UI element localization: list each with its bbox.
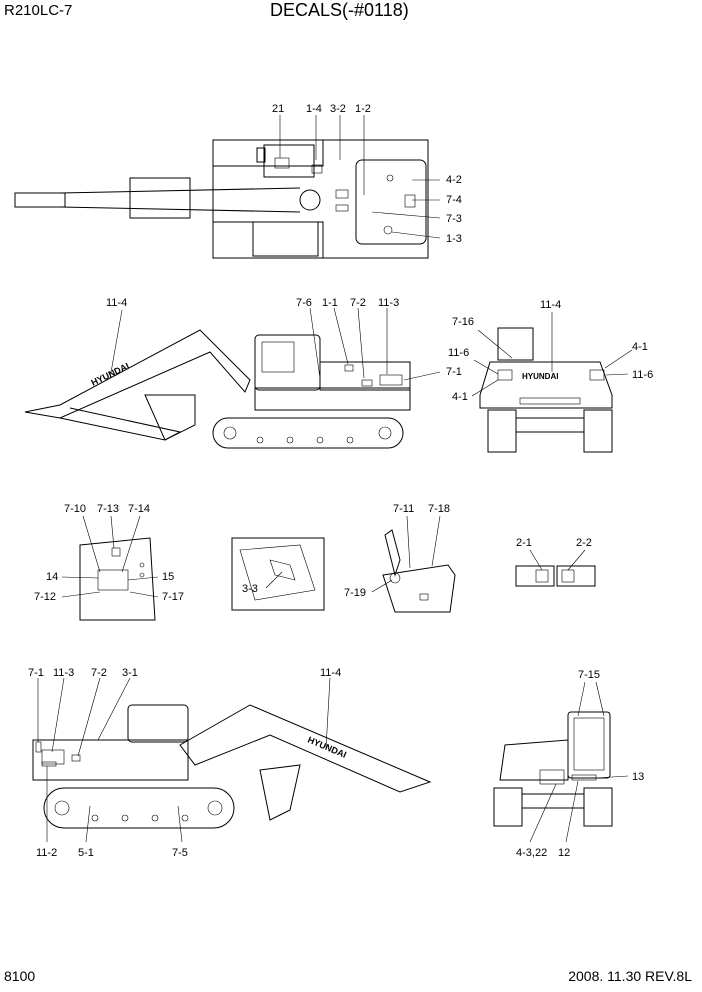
cab-window — [261, 341, 295, 373]
cab — [254, 334, 321, 391]
page-title: DECALS(-#0118) — [270, 0, 409, 20]
callout-7-17: 7-17 — [162, 591, 184, 603]
track-front-left — [493, 787, 523, 827]
top-view: 21 1-4 3-2 1-2 4-2 7-4 7-3 1-3 — [14, 103, 462, 259]
callout-5-1: 5-1 — [78, 847, 94, 859]
joystick-grip — [384, 529, 401, 577]
callout-7-14: 7-14 — [128, 503, 150, 515]
callout-11-4-rear: 11-4 — [540, 299, 561, 311]
callout-7-12: 7-12 — [34, 591, 56, 603]
counterweight — [252, 221, 319, 257]
callout-7-3: 7-3 — [446, 213, 462, 225]
track-right — [212, 221, 324, 259]
track-front-right — [583, 787, 613, 827]
track-rollers-right — [54, 800, 223, 822]
page-number: 8100 — [4, 968, 36, 984]
callout-11-6-right: 11-6 — [632, 369, 653, 381]
callout-7-2-right: 7-2 — [91, 667, 107, 679]
callout-1-1: 1-1 — [322, 297, 338, 309]
callout-11-4-right: 11-4 — [320, 667, 341, 679]
model-code: R210LC-7 — [4, 2, 73, 19]
callout-7-13: 7-13 — [97, 503, 119, 515]
callout-3-3: 3-3 — [242, 583, 258, 595]
callout-11-3-right: 11-3 — [53, 667, 74, 679]
cover-left — [515, 565, 555, 587]
cab-panel — [79, 537, 156, 621]
boom-right — [179, 704, 432, 793]
callout-1-4: 1-4 — [306, 103, 322, 115]
callout-11-6-left: 11-6 — [448, 347, 469, 359]
engine-hood — [263, 144, 315, 178]
callout-7-6: 7-6 — [296, 297, 312, 309]
boom-cylinders — [129, 177, 191, 219]
callout-7-11: 7-11 — [393, 503, 414, 515]
callout-4-3-22: 4-3,22 — [516, 847, 547, 859]
boom — [24, 329, 251, 419]
cab-roof — [355, 159, 427, 245]
callout-3-2: 3-2 — [330, 103, 346, 115]
right-side-view: HYUNDAI 7-1 11-3 7-2 3-1 11-4 11-2 5-1 7… — [28, 667, 432, 859]
callout-2-1: 2-1 — [516, 537, 532, 549]
cover-decals-view: 2-1 2-2 — [515, 537, 596, 587]
joystick-console — [382, 564, 456, 613]
detail-frame — [231, 537, 325, 611]
upper-deck-right — [32, 739, 189, 781]
track-rear-right — [583, 409, 613, 453]
cab-interior-view: 7-10 7-13 7-14 14 15 7-12 7-17 — [34, 503, 184, 621]
callout-7-10: 7-10 — [64, 503, 86, 515]
left-side-view: HYUNDAI 11-4 7-6 1-1 7-2 11-3 7-1 — [24, 297, 462, 449]
callout-1-3: 1-3 — [446, 233, 462, 245]
cover-right — [556, 565, 596, 587]
track-rear-left — [487, 409, 517, 453]
callout-7-18: 7-18 — [428, 503, 450, 515]
callout-2-2: 2-2 — [576, 537, 592, 549]
track-rollers — [223, 426, 392, 444]
callout-13: 13 — [632, 771, 644, 783]
track-frame-right — [43, 787, 235, 829]
callout-7-1-right: 7-1 — [28, 667, 44, 679]
callout-12: 12 — [558, 847, 570, 859]
front-view: 7-15 13 4-3,22 12 — [493, 669, 644, 859]
bucket — [144, 394, 196, 441]
exhaust-stack — [256, 147, 266, 163]
arm — [59, 407, 182, 441]
bucket-top — [14, 192, 66, 208]
detail-3-3-view: 3-3 — [231, 537, 325, 611]
hyundai-rear-mark: HYUNDAI — [522, 372, 558, 381]
swing-bearing — [299, 189, 321, 211]
joystick-view: 7-11 7-18 7-19 — [344, 503, 456, 613]
callout-1-2: 1-2 — [355, 103, 371, 115]
upper-deck — [254, 387, 411, 411]
callout-15: 15 — [162, 571, 174, 583]
front-cab — [499, 739, 569, 781]
counterweight-rear — [479, 361, 613, 409]
rear-cab — [497, 327, 534, 361]
callout-11-2: 11-2 — [36, 847, 57, 859]
callout-21: 21 — [272, 103, 284, 115]
callout-7-1: 7-1 — [446, 366, 462, 378]
callout-7-4: 7-4 — [446, 194, 462, 206]
callout-14: 14 — [46, 571, 58, 583]
track-left — [212, 139, 324, 167]
bucket-right — [259, 764, 301, 821]
revision-date: 2008. 11.30 REV.8L — [568, 968, 692, 984]
callout-7-5: 7-5 — [172, 847, 188, 859]
callout-11-4: 11-4 — [106, 297, 127, 309]
hyundai-boom-mark: HYUNDAI — [89, 361, 130, 388]
cab-right — [127, 704, 189, 743]
callout-7-15: 7-15 — [578, 669, 600, 681]
callout-7-16: 7-16 — [452, 316, 474, 328]
callout-3-1: 3-1 — [122, 667, 138, 679]
track-frame — [212, 417, 404, 449]
callout-7-2: 7-2 — [350, 297, 366, 309]
callout-7-19: 7-19 — [344, 587, 366, 599]
callout-11-3: 11-3 — [378, 297, 399, 309]
warning-stripe — [519, 397, 581, 405]
callout-4-1-left: 4-1 — [452, 391, 468, 403]
rear-view: HYUNDAI 7-16 11-4 11-6 4-1 11-6 4-1 — [448, 299, 653, 453]
callout-4-2: 4-2 — [446, 174, 462, 186]
callout-4-1-right: 4-1 — [632, 341, 648, 353]
